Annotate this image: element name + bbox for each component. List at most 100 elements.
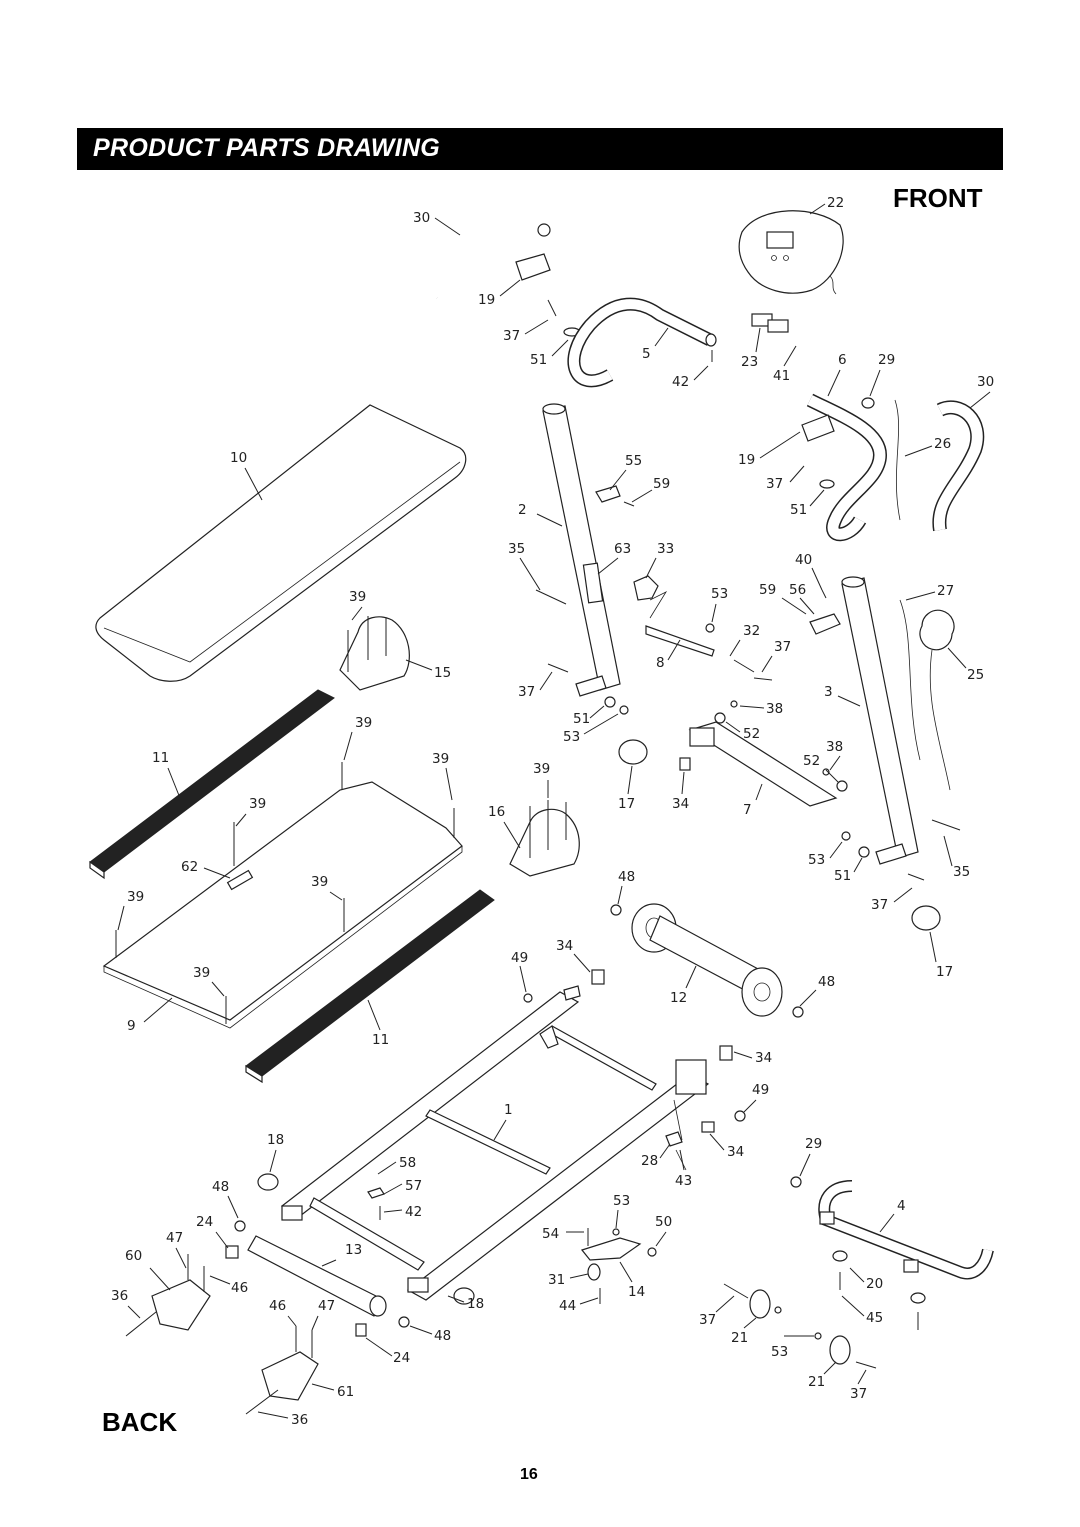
callout-label: 48 [618,869,635,885]
callout-label: 38 [826,739,843,755]
callout-label: 46 [269,1298,286,1314]
bolt-part [547,299,557,317]
front-label: FRONT [893,183,983,213]
console-part [738,210,844,333]
page-title: PRODUCT PARTS DRAWING [93,134,441,162]
knob-part [633,575,659,601]
callout-label: 39 [355,715,372,731]
callout-label: 25 [967,667,984,683]
callout-label: 63 [614,541,631,557]
callout-label: 21 [731,1330,748,1346]
rear-foot-tube-part [818,1180,994,1280]
washer-part [734,1110,746,1122]
clip-part [719,1045,733,1061]
callout-label: 39 [127,889,144,905]
cap-part [790,1176,802,1188]
nut-part [730,700,738,708]
callout-label: 22 [827,195,844,211]
callout-label: 24 [196,1214,213,1230]
callout-label: 19 [478,292,495,308]
washer-part [604,696,616,708]
callout-label: 9 [127,1018,136,1034]
callout-label: 52 [743,726,760,742]
side-rail-left-part [89,689,335,880]
callout-label: 18 [267,1132,284,1148]
callout-label: 52 [803,753,820,769]
handlebar-top-part [422,200,551,302]
callout-label: 62 [181,859,198,875]
front-roller-part [631,903,783,1017]
washer-part [792,1006,804,1018]
callout-label: 47 [318,1298,335,1314]
grip-part [515,253,551,281]
callout-label: 53 [613,1193,630,1209]
callout-label: 18 [467,1296,484,1312]
screw-part [125,1311,157,1337]
callout-label: 42 [672,374,689,390]
callout-label: 6 [838,352,847,368]
upright-right-part [841,576,919,865]
callout-label: 15 [434,665,451,681]
callout-label: 33 [657,541,674,557]
nut-part [612,1228,620,1236]
callout-label: 29 [805,1136,822,1152]
handle-bar-part [567,297,717,388]
washer-part [523,993,533,1003]
callout-label: 59 [759,582,776,598]
nut-part [814,1332,822,1340]
callout-label: 1 [504,1102,513,1118]
bracket-part [225,1245,239,1259]
washer-part [836,780,848,792]
deck-part [102,762,463,1029]
callout-label: 31 [548,1272,565,1288]
crank-arm-part [645,625,715,657]
callout-label: 8 [656,655,665,671]
callout-label: 4 [897,1198,906,1214]
callout-label: 51 [573,711,590,727]
bracket-part [595,485,621,503]
callout-label: 20 [866,1276,883,1292]
wire-part [899,599,921,761]
callout-label: 3 [824,684,833,700]
callout-label: 54 [542,1226,559,1242]
callout-label: 39 [432,751,449,767]
nut-part [841,831,851,841]
end-cap-part [679,757,691,771]
callout-label: 43 [675,1173,692,1189]
nut-part [619,705,629,715]
bolt-part [855,1361,877,1369]
callout-labels: 30 19 37 51 5 42 22 23 41 10 6 29 30 19 … [111,195,994,1428]
wheel-part [749,1289,771,1319]
clip-part [701,1121,715,1133]
motor-part [919,609,955,651]
callout-label: 37 [503,328,520,344]
callout-label: 10 [230,450,247,466]
spacer-part [910,1292,926,1304]
end-cap-left-part [151,1279,211,1331]
callout-label: 39 [193,965,210,981]
bolt-part [931,819,961,831]
wheel-part [829,1335,851,1365]
callout-label: 51 [530,352,547,368]
main-frame-part [280,985,710,1301]
washer-part [610,904,622,916]
bracket-part [355,1323,367,1337]
callout-label: 40 [795,552,812,568]
spacer-part [257,1173,279,1191]
spring-part [587,1263,601,1281]
base-tube-part [688,721,838,807]
callout-label: 39 [533,761,550,777]
callout-label: 17 [618,796,635,812]
callout-label: 53 [771,1344,788,1360]
callout-label: 34 [672,796,689,812]
nut-part [822,768,830,776]
callout-label: 36 [291,1412,308,1428]
callout-label: 49 [511,950,528,966]
cover-rear-part [509,808,580,877]
callout-label: 2 [518,502,527,518]
callout-label: 16 [488,804,505,820]
bolt-part [535,589,567,605]
washer-part [234,1220,246,1232]
washer-part [398,1316,410,1328]
